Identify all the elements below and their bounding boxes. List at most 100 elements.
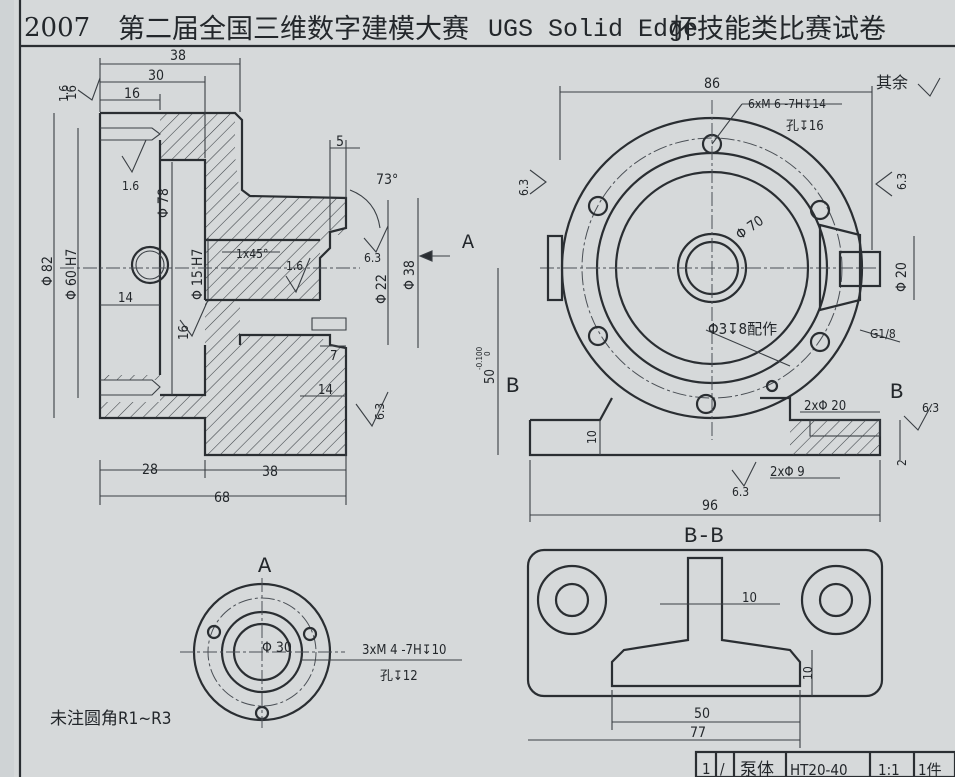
rough-1-6-a: 1.6 xyxy=(122,179,139,193)
title-block-qty: 1件 xyxy=(918,761,942,777)
bb-base-outline xyxy=(526,548,884,698)
pin-callout: Φ3↧8配作 xyxy=(708,320,777,338)
header-title-suffix: 杯技能类比赛试卷 xyxy=(670,14,886,45)
view-a-thread-depth: 孔↧12 xyxy=(380,669,418,684)
thread-callout-6xm6: 6xM 6 -7H↧14 xyxy=(748,97,826,111)
main-roughness-symbols xyxy=(77,77,450,428)
title-block-scale: 1:1 xyxy=(878,761,900,777)
header-title-cn: 第二届全国三维数字建模大赛 xyxy=(118,14,469,45)
side-port-circle xyxy=(130,245,170,285)
dim-chamfer: 1x45° xyxy=(236,247,268,261)
side-dimension-lines xyxy=(497,86,915,522)
title-block: 1 / 泵体 HT20-40 1:1 1件 xyxy=(694,750,955,777)
bb-dim-10-b: 10 xyxy=(801,666,815,680)
dim-phi15: Φ 15 H7 xyxy=(190,249,206,300)
dim-30: 30 xyxy=(148,68,164,84)
section-mark-b-right: B xyxy=(890,380,903,405)
dim-14-left: 14 xyxy=(118,291,133,306)
title-block-index: 1 xyxy=(702,760,711,777)
dim-phi78: Φ 78 xyxy=(156,188,172,218)
pin-hole-circle xyxy=(765,379,779,393)
dim-38: 38 xyxy=(170,48,186,64)
pipe-thread-g18: G1/8 xyxy=(870,327,896,341)
rough-side-6-3-c: 6.3 xyxy=(732,485,749,499)
section-b-b: B-B 10 10 50 77 xyxy=(526,524,884,748)
bb-hole-right-outer xyxy=(800,564,872,636)
dim-7: 7 xyxy=(330,349,337,364)
dim-86: 86 xyxy=(704,76,720,92)
dim-68: 68 xyxy=(214,490,230,506)
bolt-hole-upper xyxy=(100,113,160,141)
dim-phi82: Φ 82 xyxy=(40,256,56,286)
rough-side-6-3-a: 6.3 xyxy=(517,179,531,196)
title-block-part-name: 泵体 xyxy=(740,760,774,777)
dim-10-base: 10 xyxy=(585,430,599,444)
side-boss-left xyxy=(546,234,564,302)
header-title-latin: UGS Solid Edge xyxy=(488,15,698,44)
dim-angle-73: 73° xyxy=(376,172,398,188)
view-arrow-label-a: A xyxy=(462,232,474,255)
rough-1-6-b: 1.6 xyxy=(286,259,303,273)
bb-dimension-lines xyxy=(528,603,813,748)
dim-16-lower: 16 xyxy=(177,325,192,340)
main-dimension-lines xyxy=(53,58,419,505)
section-b-b-title: B-B xyxy=(684,524,724,549)
view-a-thread: 3xM 4 -7H↧10 xyxy=(362,643,446,658)
header-year: 2007 xyxy=(24,13,90,43)
bb-hole-left-outer xyxy=(536,564,608,636)
dim-phi22: Φ 22 xyxy=(374,274,390,304)
title-block-sep: / xyxy=(720,760,725,777)
dim-16-top: 16 xyxy=(124,86,140,102)
section-mark-b-left: B xyxy=(506,374,519,399)
thread-callout-depth: 孔↧16 xyxy=(786,119,824,134)
thread-holes xyxy=(100,127,161,396)
dim-phi38: Φ 38 xyxy=(402,260,418,290)
side-port-hatch xyxy=(818,223,862,312)
bb-dim-50: 50 xyxy=(694,706,710,722)
title-block-material: HT20-40 xyxy=(790,761,848,777)
holes-2x9: 2xΦ 9 xyxy=(770,465,805,480)
dim-38-bottom: 38 xyxy=(262,464,278,480)
view-a: A Φ 30 3xM 4 -7H↧10 孔↧12 xyxy=(180,554,462,728)
dim-14-right: 14 xyxy=(318,383,333,398)
dim-5: 5 xyxy=(336,134,344,150)
side-roughness-symbols xyxy=(529,77,941,488)
bb-hole-left-inner xyxy=(554,582,590,618)
rough-6-3-a: 6.3 xyxy=(364,251,381,265)
dim-50-tol-lo: 0 xyxy=(483,351,492,356)
dim-phi30: Φ 30 xyxy=(262,640,292,656)
bb-hole-right-inner xyxy=(818,582,854,618)
base-hatch xyxy=(790,420,880,455)
dim-phi20: Φ 20 xyxy=(894,262,910,292)
holes-2x20: 2xΦ 20 xyxy=(804,399,846,414)
bb-rib-section xyxy=(610,556,802,688)
dim-2: 2 xyxy=(895,459,909,466)
lower-port xyxy=(238,333,320,345)
rough-side-6-3-b: 6.3 xyxy=(895,173,909,190)
note-all-rough: 其余 xyxy=(876,73,908,92)
pin-hole xyxy=(311,317,347,331)
dim-28: 28 xyxy=(142,462,158,478)
rough-side-6-3-d: 6.3 xyxy=(922,401,939,415)
bolt-hole-lower xyxy=(100,380,160,402)
fillet-note: 未注圆角R1~R3 xyxy=(50,709,172,729)
bb-dim-10-a: 10 xyxy=(742,591,757,606)
base-counterbore xyxy=(809,419,881,437)
main-section-view: 38 30 16 16 5 73° Φ 82 Φ 60 H7 Φ 78 Φ 15… xyxy=(40,48,474,506)
shaft-bore xyxy=(205,238,320,302)
rough-6-3-b: 6.3 xyxy=(373,403,387,420)
dim-16-left: 16 xyxy=(65,85,80,100)
view-a-title: A xyxy=(258,554,272,579)
bore-inner xyxy=(160,158,207,397)
dim-phi60: Φ 60 H7 xyxy=(64,249,80,300)
bb-dim-77: 77 xyxy=(690,725,706,741)
flange-bolt-holes xyxy=(587,133,831,415)
side-port-bore xyxy=(838,250,882,288)
hatch-upper xyxy=(100,113,346,345)
dim-50: 50 xyxy=(483,369,498,384)
side-view: 其余 86 6xM 6 -7H↧14 孔↧16 6.3 6.3 Φ 70 Φ 2… xyxy=(475,73,941,522)
hatch-lower xyxy=(100,335,346,455)
rough-1-6-c: 1.6 xyxy=(57,85,71,102)
